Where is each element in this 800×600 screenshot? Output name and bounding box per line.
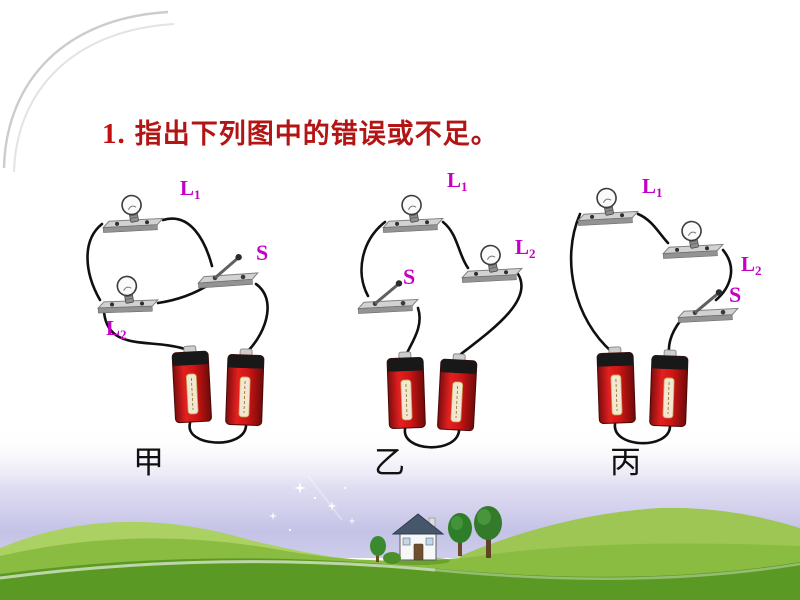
sparkle-icons [268, 475, 356, 532]
battery-icon [649, 348, 689, 428]
lamp-label-sub: 1 [656, 185, 663, 200]
wire [188, 421, 248, 444]
caption-yi: 乙 [374, 445, 405, 480]
switch-icon [197, 253, 259, 288]
bulb-icon [577, 186, 639, 226]
battery-icon [386, 350, 426, 430]
bulb-icon [662, 219, 724, 259]
lamp-label-base: L [106, 316, 121, 340]
wire [161, 217, 214, 268]
lamp-label-l1-bing: L1 [642, 174, 663, 200]
landscape-background [0, 428, 800, 600]
switch-label-bing: S [729, 282, 742, 307]
circuit-yi [357, 193, 523, 449]
lamp-label-l2-yi: L2 [515, 235, 536, 261]
bulb-icon [97, 274, 158, 313]
lamp-label-l2-jia: L2 [106, 316, 127, 342]
bulb-icon [382, 193, 444, 233]
switch-label-yi: S [403, 264, 416, 289]
house [386, 513, 450, 565]
wire [360, 220, 387, 298]
lamp-label-base: L [741, 252, 756, 276]
lamp-label-base: L [180, 176, 195, 200]
wire [86, 222, 104, 302]
wire [613, 422, 672, 445]
bulb-icon [461, 243, 523, 283]
wire [102, 310, 187, 351]
title-text: 指出下列图中的错误或不足。 [134, 119, 499, 149]
hills [0, 507, 800, 600]
wire [636, 212, 670, 245]
page-title: 1. 指出下列图中的错误或不足。 [102, 112, 499, 151]
battery-icon [596, 345, 636, 425]
lamp-label-base: L [447, 168, 462, 192]
lamp-label-sub: 2 [755, 263, 762, 278]
caption-jia: 甲 [133, 445, 164, 480]
switch-label-jia: S [256, 240, 269, 265]
wire [246, 282, 269, 353]
wire [569, 212, 614, 354]
lamp-label-l1-jia: L1 [180, 176, 201, 202]
corner-decoration [2, 10, 175, 173]
wire [459, 272, 523, 356]
lamp-label-l1-yi: L1 [447, 168, 468, 194]
title-number: 1. [102, 118, 126, 150]
lamp-label-base: L [642, 174, 657, 198]
lamp-label-base: L [515, 235, 530, 259]
battery-icon [225, 347, 265, 427]
lamp-label-l2-bing: L2 [741, 252, 762, 278]
lamp-label-sub: 2 [529, 246, 536, 261]
wire [404, 306, 421, 357]
circuit-jia [86, 193, 269, 444]
lamp-label-sub: 1 [461, 179, 468, 194]
battery-icon [436, 352, 478, 432]
caption-bing: 丙 [610, 445, 641, 480]
circuit-bing [569, 186, 738, 445]
wire [441, 220, 470, 270]
wire [403, 427, 461, 449]
trees [370, 506, 502, 564]
lamp-label-sub: 1 [194, 187, 201, 202]
bulb-icon [102, 193, 164, 233]
wire [714, 248, 733, 302]
battery-icon [171, 344, 213, 424]
lamp-label-sub: 2 [120, 327, 127, 342]
